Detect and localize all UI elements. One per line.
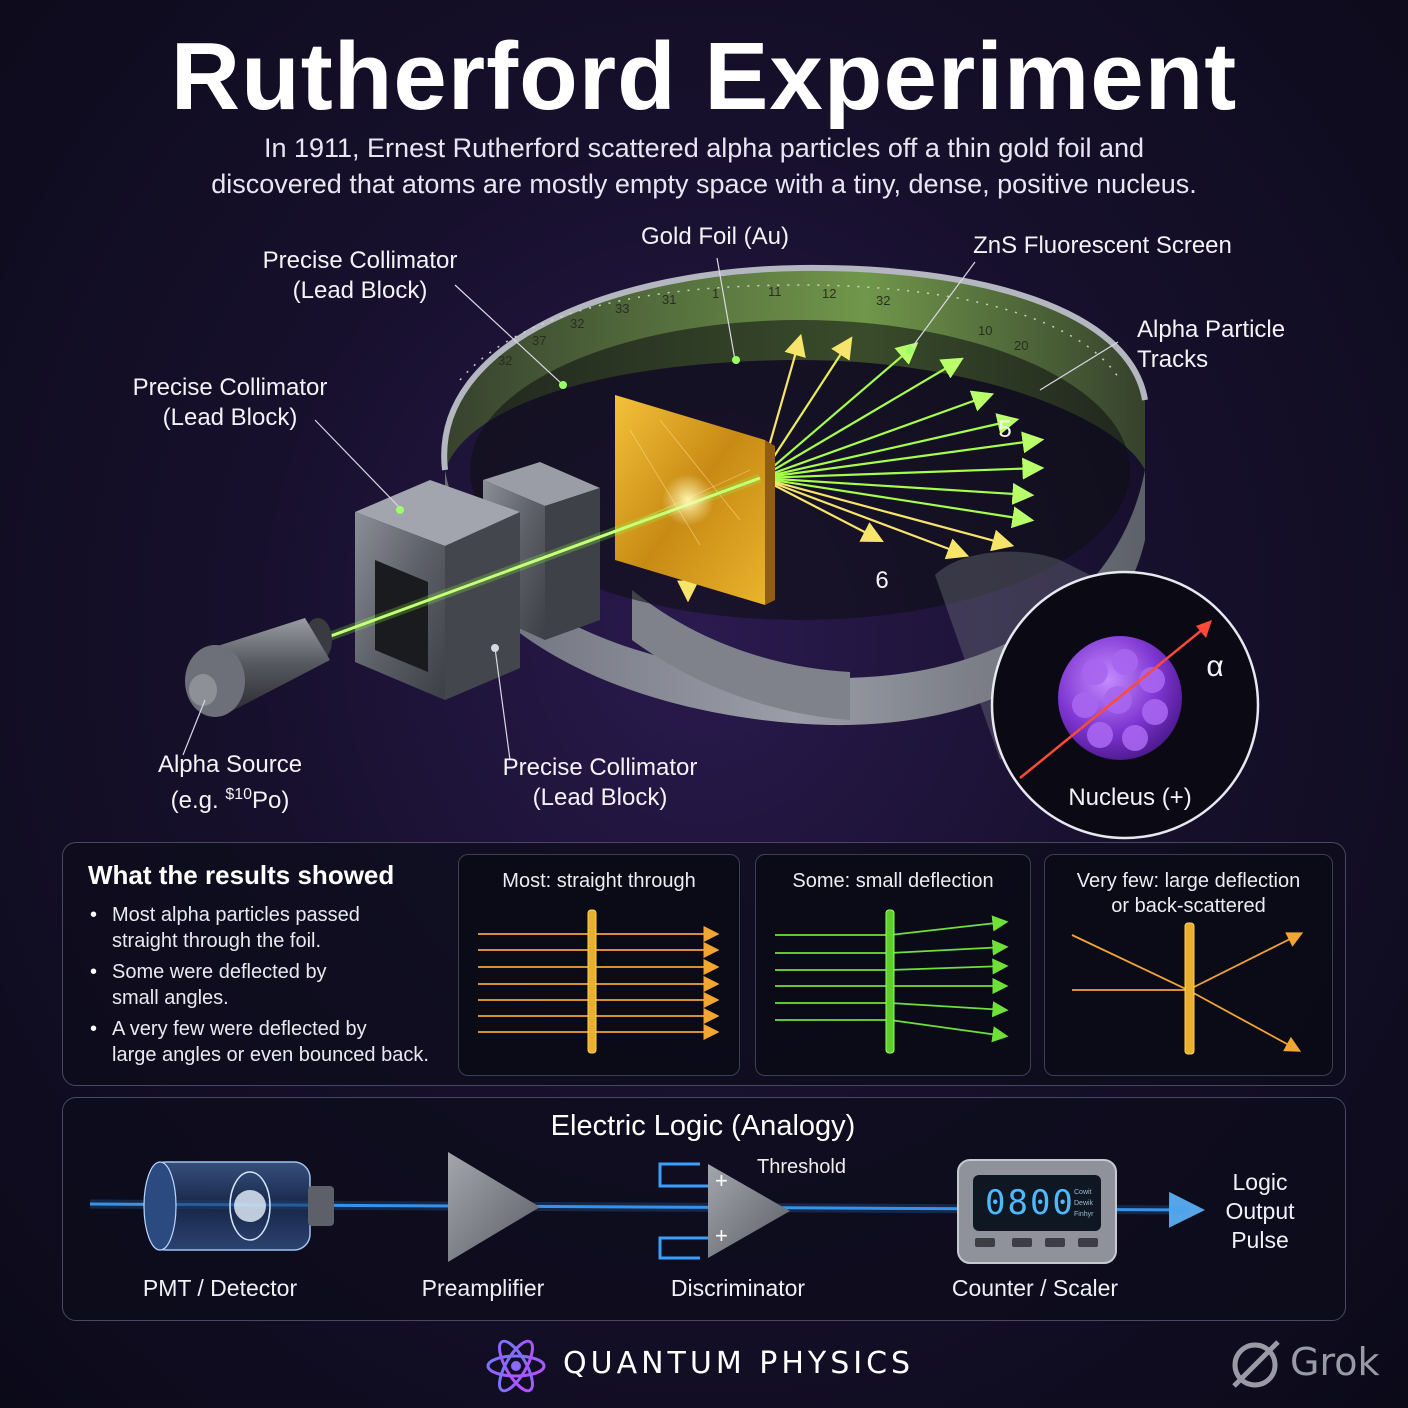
grok-logo-icon — [1232, 1340, 1280, 1388]
stage-label-counter: Counter / Scaler — [951, 1275, 1119, 1301]
label-line: (Lead Block) — [532, 784, 668, 811]
results-bullet: Most alpha particles passed straight thro… — [88, 902, 448, 954]
page-title: Rutherford Experiment — [170, 23, 1238, 130]
label-zns-screen: ZnS Fluorescent Screen — [973, 232, 1232, 259]
output-line: Logic — [1232, 1169, 1288, 1195]
label-part: (e.g. — [170, 787, 226, 814]
label-alpha-tracks: Alpha Particle Tracks — [1137, 315, 1337, 375]
stage-label-discriminator: Discriminator — [670, 1275, 806, 1301]
results-bullets: Most alpha particles passed straight thro… — [88, 902, 448, 1073]
panel-straight-through: Most: straight through — [458, 854, 740, 1076]
label-line: Alpha Source — [157, 751, 303, 778]
label-line: Precise Collimator — [262, 247, 458, 274]
label-superscript: $10 — [225, 786, 253, 803]
plus-top: + — [715, 1168, 728, 1193]
label-nucleus: Nucleus (+) — [1068, 784, 1192, 811]
scale-tick: 20 — [1014, 338, 1028, 353]
scale-tick: 33 — [615, 301, 629, 316]
counter-side-label: Finhyr — [1074, 1211, 1094, 1218]
label-part: Po) — [252, 787, 290, 814]
label-line: Precise Collimator — [132, 374, 328, 401]
alpha-source — [185, 618, 332, 717]
pmt-detector — [143, 1161, 334, 1251]
counter-scaler-icon — [957, 1159, 1117, 1264]
marker-6: 6 — [875, 567, 889, 594]
scale-tick: 11 — [768, 284, 782, 299]
panel-caption: Most: straight through — [502, 870, 696, 892]
output-line: Pulse — [1231, 1227, 1289, 1253]
stage-label-preamplifier: Preamplifier — [421, 1275, 545, 1301]
small-deflection-diagram — [775, 909, 1009, 1054]
plus-bottom: + — [715, 1223, 728, 1248]
logic-title: Electric Logic (Analogy) — [550, 1110, 856, 1142]
scale-tick: 32 — [570, 316, 584, 331]
ring-scale: 32 37 32 33 31 1 11 12 32 10 20 — [498, 284, 1028, 368]
results-bullet: Some were deflected by small angles. — [88, 959, 448, 1011]
atom-logo-icon — [486, 1339, 546, 1393]
panel-caption: Very few: large deflection — [1076, 870, 1301, 892]
bullet-line: Most alpha particles passed — [112, 904, 360, 926]
subtitle-line-1: In 1911, Ernest Rutherford scattered alp… — [263, 133, 1145, 163]
label-line: (Lead Block) — [292, 277, 428, 304]
counter-side-labels: Cowit Dewik Finhyr — [1074, 1187, 1093, 1220]
scale-tick: 32 — [876, 293, 890, 308]
scale-tick: 12 — [822, 286, 836, 301]
stage-label-pmt: PMT / Detector — [142, 1275, 298, 1301]
straight-through-diagram — [478, 909, 720, 1054]
label-collimator-left: Precise Collimator (Lead Block) — [115, 373, 345, 433]
collimator-block-front — [355, 480, 520, 700]
label-collimator-bottom: Precise Collimator (Lead Block) — [485, 753, 715, 813]
subtitle-line-2: discovered that atoms are mostly empty s… — [211, 169, 1197, 199]
panel-caption: or back-scattered — [1111, 895, 1266, 917]
leader-dots — [396, 346, 914, 652]
preamplifier-icon — [448, 1152, 540, 1262]
threshold-label: Threshold — [757, 1156, 846, 1178]
scale-tick: 32 — [498, 353, 512, 368]
bullet-line: straight through the foil. — [112, 930, 322, 952]
label-line: Tracks — [1137, 346, 1209, 373]
bullet-line: small angles. — [112, 987, 229, 1009]
counter-display: 0800 — [985, 1183, 1075, 1223]
subtitle: In 1911, Ernest Rutherford scattered alp… — [120, 130, 1288, 202]
scale-tick: 31 — [662, 292, 676, 307]
panel-caption: Some: small deflection — [792, 870, 994, 892]
scale-tick: 10 — [978, 323, 992, 338]
counter-side-label: Dewik — [1074, 1200, 1094, 1207]
alpha-beam — [318, 473, 762, 645]
brand-name: QUANTUM PHYSICS — [563, 1346, 915, 1381]
scale-tick: 37 — [532, 333, 546, 348]
scale-tick: 1 — [712, 286, 719, 301]
label-alpha-source: Alpha Source (e.g. $10Po) — [130, 750, 330, 816]
leader-lines — [182, 257, 1119, 761]
label-gold-foil: Gold Foil (Au) — [640, 223, 790, 250]
label-line: Alpha Particle — [1137, 316, 1286, 343]
results-bullet: A very few were deflected by large angles… — [88, 1016, 448, 1068]
label-collimator-top: Precise Collimator (Lead Block) — [245, 246, 475, 306]
discriminator-icon — [658, 1162, 790, 1260]
label-line: (e.g. $10Po) — [130, 780, 330, 816]
bullet-line: A very few were deflected by — [112, 1018, 367, 1040]
output-line: Output — [1225, 1198, 1295, 1224]
bullet-line: Some were deflected by — [112, 961, 327, 983]
large-deflection-diagram — [1071, 922, 1304, 1055]
label-line: Precise Collimator — [502, 754, 698, 781]
logic-output-label: Logic Output Pulse — [1210, 1168, 1310, 1255]
alpha-symbol: α — [1206, 650, 1224, 683]
nucleus-zoom — [935, 551, 1260, 840]
counter-side-label: Cowit — [1074, 1189, 1092, 1196]
results-title: What the results showed — [88, 860, 395, 890]
label-line: (Lead Block) — [162, 404, 298, 431]
bullet-line: large angles or even bounced back. — [112, 1044, 429, 1066]
watermark: Grok — [1290, 1340, 1380, 1384]
marker-5: 5 — [998, 416, 1012, 443]
